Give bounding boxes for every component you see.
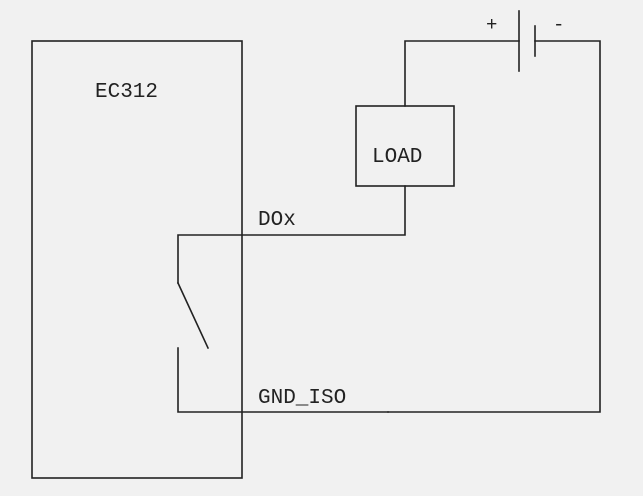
battery-plus-sign: + <box>486 14 497 36</box>
switch-blade <box>176 281 210 350</box>
dox-label: DOx <box>258 209 296 232</box>
load-label: LOAD <box>372 146 422 169</box>
wire-load-to-dox <box>177 185 406 284</box>
wire-battery-to-load <box>404 40 520 107</box>
device-label: EC312 <box>95 81 158 104</box>
battery-minus-sign: - <box>553 14 564 36</box>
device-box <box>31 40 243 479</box>
gnd-iso-label: GND_ISO <box>258 387 346 410</box>
wire-switch-to-gnd <box>177 347 389 413</box>
wire-battery-return <box>387 40 601 413</box>
